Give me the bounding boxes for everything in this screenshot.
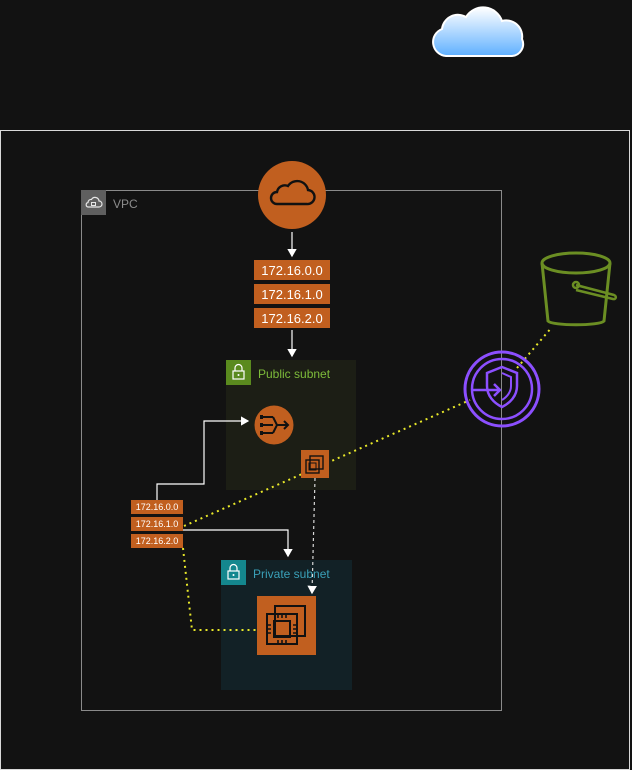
route-table-left-row: 172.16.1.0	[131, 517, 183, 531]
vpc-cloud-icon	[81, 190, 106, 215]
private-subnet-label: Private subnet	[253, 567, 330, 581]
ec2-instance-icon[interactable]	[257, 596, 316, 660]
network-interface-icon[interactable]	[301, 450, 329, 483]
route-table-top-row: 172.16.0.0	[254, 260, 330, 280]
s3-bucket-icon[interactable]	[540, 250, 620, 335]
vpc-label: VPC	[113, 197, 138, 211]
route-table-top-row: 172.16.1.0	[254, 284, 330, 304]
vpc-endpoint-icon[interactable]	[462, 350, 542, 435]
nat-gateway-icon[interactable]	[254, 405, 294, 450]
eni-to-ec2-dashed	[307, 477, 317, 595]
route-table-left-row: 172.16.2.0	[131, 534, 183, 548]
internet-gateway-icon[interactable]	[257, 160, 327, 235]
public-subnet-label: Public subnet	[258, 367, 331, 381]
cloud-icon	[428, 0, 528, 67]
public-subnet-lock-icon	[226, 360, 251, 385]
route-to-nat-arrow	[156, 416, 250, 500]
private-subnet-lock-icon	[221, 560, 246, 585]
route-table-left-row: 172.16.0.0	[131, 500, 183, 514]
route-to-private-arrow	[183, 529, 293, 558]
route-to-ec2-dotted	[182, 547, 257, 631]
route-table-top-row: 172.16.2.0	[254, 308, 330, 328]
